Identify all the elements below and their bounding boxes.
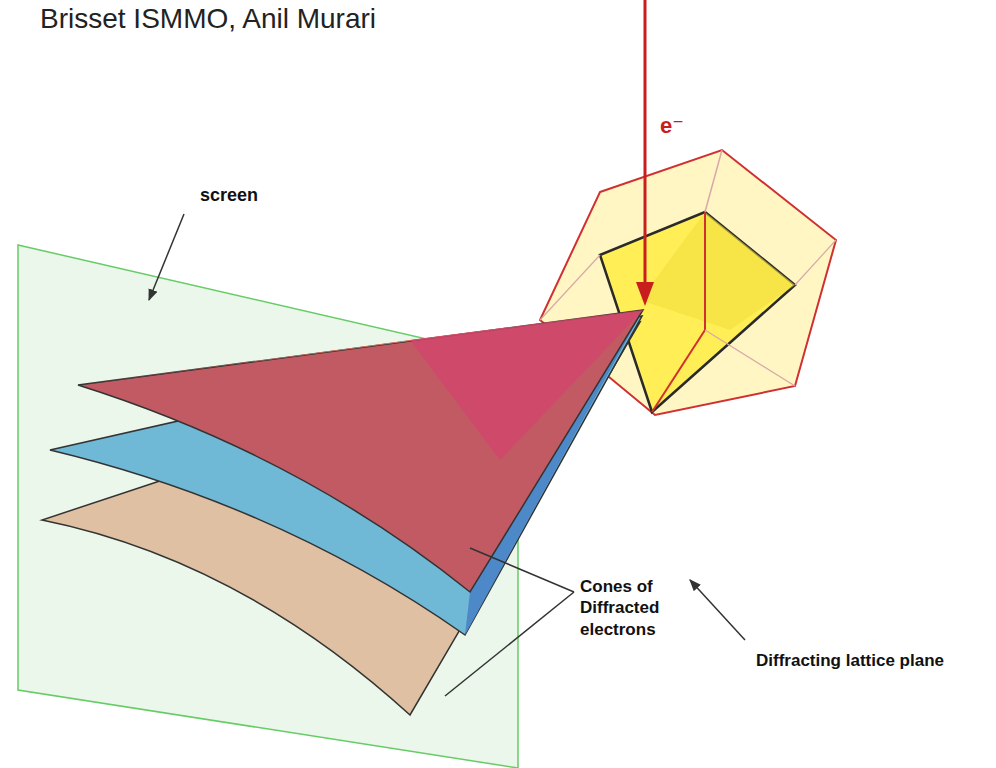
cones-label: Cones of Diffracted electrons: [580, 576, 676, 640]
screen-label: screen: [200, 184, 258, 207]
leader-line: [690, 580, 745, 640]
leader-line: [470, 548, 574, 592]
beam-arrowhead: [636, 282, 654, 306]
electron-beam: [644, 0, 647, 284]
cone-front: [410, 310, 643, 460]
leader-line: [445, 592, 574, 696]
electron-label: e⁻: [660, 112, 684, 140]
diffraction-cone: [78, 310, 643, 592]
leader-line: [149, 214, 184, 300]
plane-label: Diffracting lattice plane: [756, 650, 944, 671]
author-credit: Brisset ISMMO, Anil Murari: [40, 1, 376, 36]
